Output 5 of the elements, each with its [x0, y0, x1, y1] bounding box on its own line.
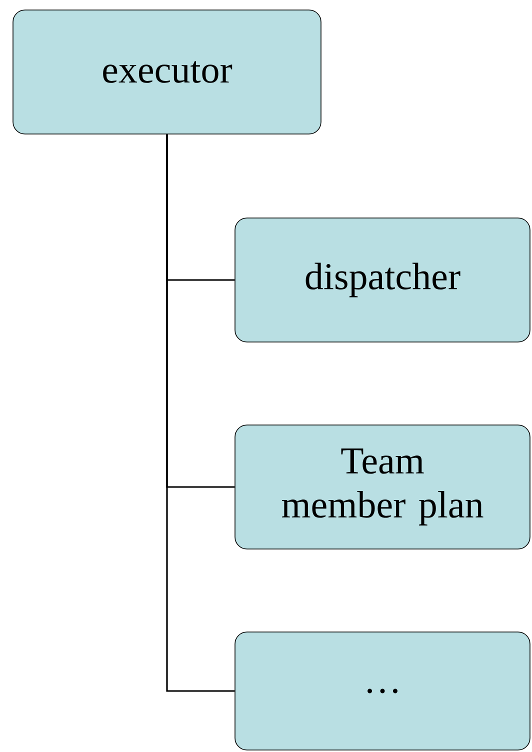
process-box: dispatcher [234, 218, 530, 342]
process-box: … [234, 632, 530, 750]
connector [166, 134, 235, 692]
process-box: executor [12, 10, 322, 134]
process-box: Team member plan [234, 424, 530, 550]
